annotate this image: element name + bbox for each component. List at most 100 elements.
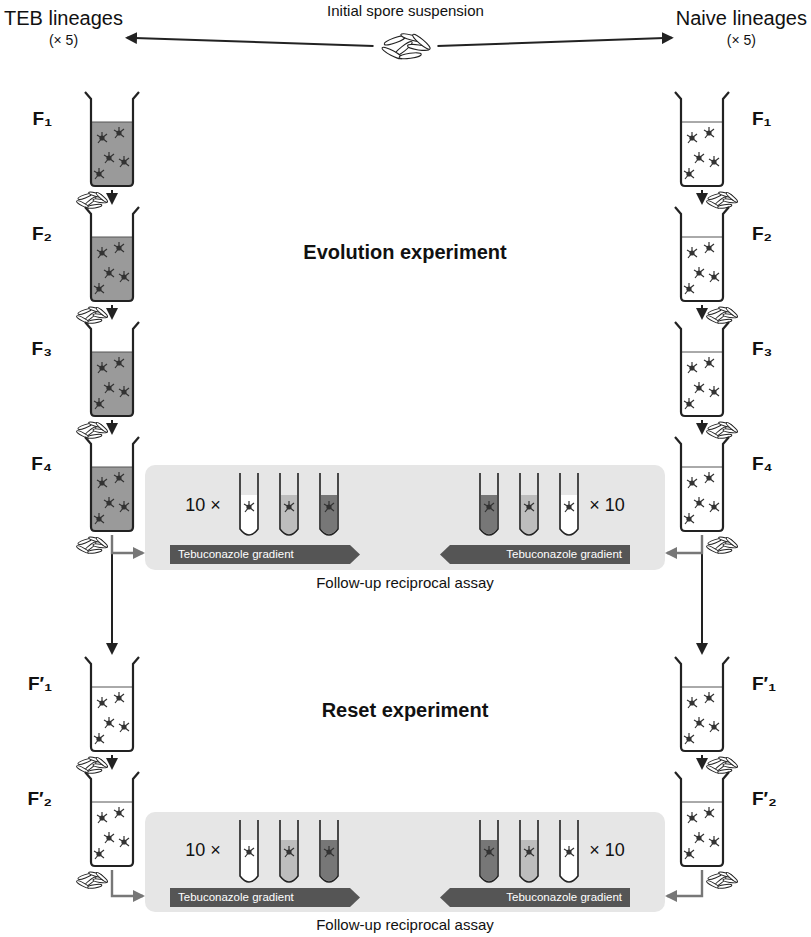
- hyphae: [564, 846, 574, 857]
- replicate-count: × 10: [589, 495, 625, 516]
- transfer-arrow: [701, 305, 703, 318]
- tube-wall: [280, 473, 298, 535]
- lineage-heading: TEB lineages(× 5): [4, 6, 123, 50]
- tube-wall: [240, 473, 258, 535]
- spore: [725, 191, 738, 203]
- tube-wall: [480, 473, 498, 535]
- spore: [87, 549, 102, 554]
- tube-medium: [281, 495, 297, 534]
- hyphae: [687, 132, 697, 143]
- hyphae: [709, 156, 719, 167]
- spore: [95, 421, 108, 433]
- medium-surface: [91, 687, 133, 688]
- tube-wall: [560, 820, 578, 882]
- generation-label: F₄: [31, 453, 52, 475]
- medium: [681, 122, 723, 185]
- beaker-wall: [85, 207, 139, 301]
- hyphae: [244, 846, 254, 857]
- assay-arrow: [112, 870, 143, 896]
- culture-beaker: F₂: [82, 205, 142, 303]
- generation-label: F₁: [752, 108, 771, 130]
- gradient-bar: Tebuconazole gradient: [440, 888, 630, 907]
- spore: [725, 756, 738, 768]
- beaker-wall: [675, 657, 729, 751]
- transfer-arrow: [111, 420, 113, 433]
- medium-surface: [681, 237, 723, 238]
- culture-beaker: F′₂: [82, 770, 142, 868]
- beaker-outline: [672, 90, 732, 188]
- generation-label: F₄: [752, 453, 773, 475]
- gradient-label: Tebuconazole gradient: [506, 548, 622, 560]
- hyphae: [119, 721, 129, 732]
- section-title: Evolution experiment: [303, 241, 506, 264]
- hyphae: [94, 398, 104, 409]
- beaker-outline: [672, 655, 732, 753]
- hyphae: [694, 267, 704, 278]
- generation-label: F′₁: [752, 673, 776, 695]
- hyphae: [709, 501, 719, 512]
- medium: [91, 352, 133, 415]
- hyphae: [694, 497, 704, 508]
- hyphae: [684, 283, 694, 294]
- hyphae: [324, 501, 334, 512]
- hyphae: [114, 472, 124, 483]
- spore: [95, 871, 108, 883]
- beaker-outline: [82, 655, 142, 753]
- section-title: Reset experiment: [322, 699, 489, 722]
- hyphae: [694, 382, 704, 393]
- hyphae: [104, 497, 114, 508]
- beaker-wall: [675, 772, 729, 866]
- tube-medium: [321, 840, 337, 881]
- medium: [681, 802, 723, 865]
- tube-medium: [241, 495, 257, 534]
- medium: [91, 122, 133, 185]
- culture-beaker: F′₁: [672, 655, 732, 753]
- generation-label: F′₂: [752, 788, 777, 810]
- hyphae: [114, 692, 124, 703]
- hyphae: [94, 733, 104, 744]
- hyphae: [709, 271, 719, 282]
- hyphae: [114, 357, 124, 368]
- transfer-arrow: [701, 420, 703, 433]
- medium: [681, 352, 723, 415]
- hyphae: [694, 832, 704, 843]
- tube-wall: [240, 820, 258, 882]
- lineage-name: Naive lineages: [676, 6, 807, 30]
- hyphae: [484, 846, 494, 857]
- tube-medium: [321, 495, 337, 534]
- culture-beaker: F₄: [672, 435, 732, 533]
- spore-suspension: Initial spore suspension: [300, 2, 511, 64]
- hyphae: [687, 362, 697, 373]
- generation-label: F′₁: [28, 673, 52, 695]
- tube-medium: [281, 840, 297, 881]
- lineage-heading: Naive lineages(× 5): [676, 6, 807, 50]
- spore: [717, 204, 732, 209]
- replicate-count: (× 5): [4, 30, 123, 50]
- hyphae: [97, 247, 107, 258]
- hyphae: [244, 501, 254, 512]
- beaker-outline: [82, 205, 142, 303]
- tube-wall: [320, 820, 338, 882]
- hyphae: [684, 398, 694, 409]
- medium: [91, 687, 133, 750]
- hyphae: [97, 697, 107, 708]
- generation-label: F′₂: [27, 788, 52, 810]
- hyphae: [704, 357, 714, 368]
- tube-wall: [520, 473, 538, 535]
- spore: [725, 536, 738, 548]
- medium: [91, 802, 133, 865]
- medium: [681, 237, 723, 300]
- hyphae: [684, 513, 694, 524]
- panel-caption: Follow-up reciprocal assay: [145, 916, 665, 933]
- hyphae: [704, 127, 714, 138]
- hyphae: [564, 501, 574, 512]
- suspension-label: Initial spore suspension: [300, 2, 511, 20]
- culture-beaker: F₃: [672, 320, 732, 418]
- hyphae: [119, 386, 129, 397]
- culture-beaker: F₄: [82, 435, 142, 533]
- culture-beaker: F₃: [82, 320, 142, 418]
- hyphae: [94, 513, 104, 524]
- hyphae: [684, 848, 694, 859]
- hyphae: [704, 472, 714, 483]
- generation-label: F₁: [33, 108, 52, 130]
